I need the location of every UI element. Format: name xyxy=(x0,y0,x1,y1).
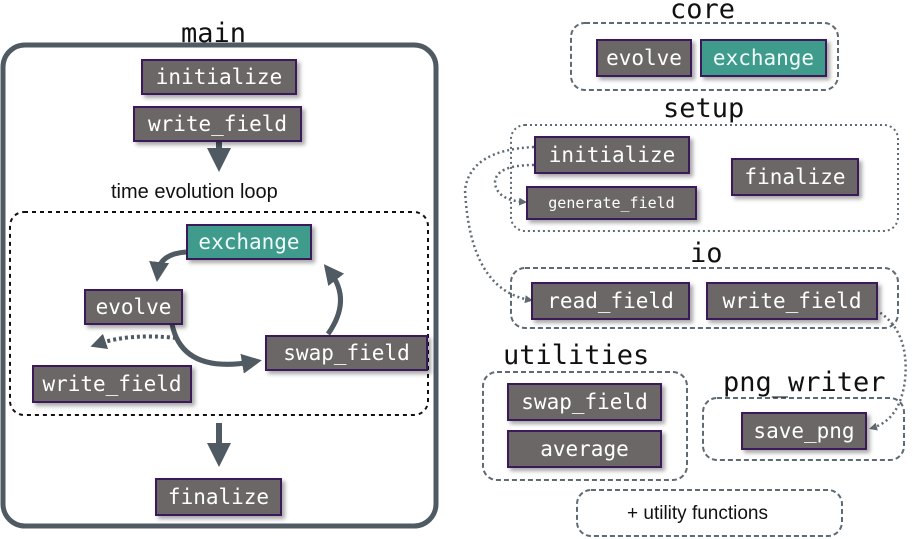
main-module-frame xyxy=(0,42,439,529)
io-read-field-box[interactable]: read_field xyxy=(531,282,690,320)
main-write-field-box[interactable]: write_field xyxy=(133,106,302,142)
arrow-evolve-to-swap xyxy=(169,323,262,374)
loop-evolve-box[interactable]: evolve xyxy=(84,289,183,325)
main-finalize-box[interactable]: finalize xyxy=(155,478,282,516)
loop-label: time evolution loop xyxy=(111,181,278,203)
png-writer-container xyxy=(702,397,905,461)
main-initialize-box[interactable]: initialize xyxy=(141,59,297,95)
setup-finalize-box[interactable]: finalize xyxy=(731,158,859,196)
loop-swap-field-box[interactable]: swap_field xyxy=(265,335,428,371)
utilities-container xyxy=(482,371,688,481)
core-exchange-box[interactable]: exchange xyxy=(700,39,827,77)
utility-functions-label: + utility functions xyxy=(627,503,768,524)
png-writer-save-png-box[interactable]: save_png xyxy=(741,412,867,450)
setup-initialize-box[interactable]: initialize xyxy=(534,136,690,174)
arrow-initialize-to-generate-field xyxy=(493,163,535,206)
utility-functions-container xyxy=(576,489,843,537)
core-container xyxy=(570,22,839,91)
io-container xyxy=(510,267,899,329)
loop-frame xyxy=(9,211,429,416)
arrow-exchange-to-evolve xyxy=(149,249,187,282)
io-write-field-box[interactable]: write_field xyxy=(706,282,878,320)
setup-container xyxy=(510,124,899,232)
setup-module-title: setup xyxy=(663,93,745,124)
core-evolve-box[interactable]: evolve xyxy=(596,39,692,77)
arrow-evolve-to-write-dotted xyxy=(90,333,177,349)
arrow-initialize-to-read-field xyxy=(463,145,535,304)
loop-write-field-box[interactable]: write_field xyxy=(32,365,192,403)
utilities-swap-field-box[interactable]: swap_field xyxy=(507,383,662,421)
core-module-title: core xyxy=(670,0,736,25)
arrow-write-field-to-save-png xyxy=(869,308,907,431)
setup-generate-field-box[interactable]: generate_field xyxy=(526,186,697,220)
loop-exchange-box[interactable]: exchange xyxy=(186,224,312,260)
utilities-module-title: utilities xyxy=(503,340,650,371)
main-module-title: main xyxy=(181,18,247,49)
utilities-average-box[interactable]: average xyxy=(507,430,662,468)
io-module-title: io xyxy=(690,238,723,269)
png-writer-module-title: png_writer xyxy=(723,367,886,398)
arrow-swap-to-exchange xyxy=(323,264,345,336)
